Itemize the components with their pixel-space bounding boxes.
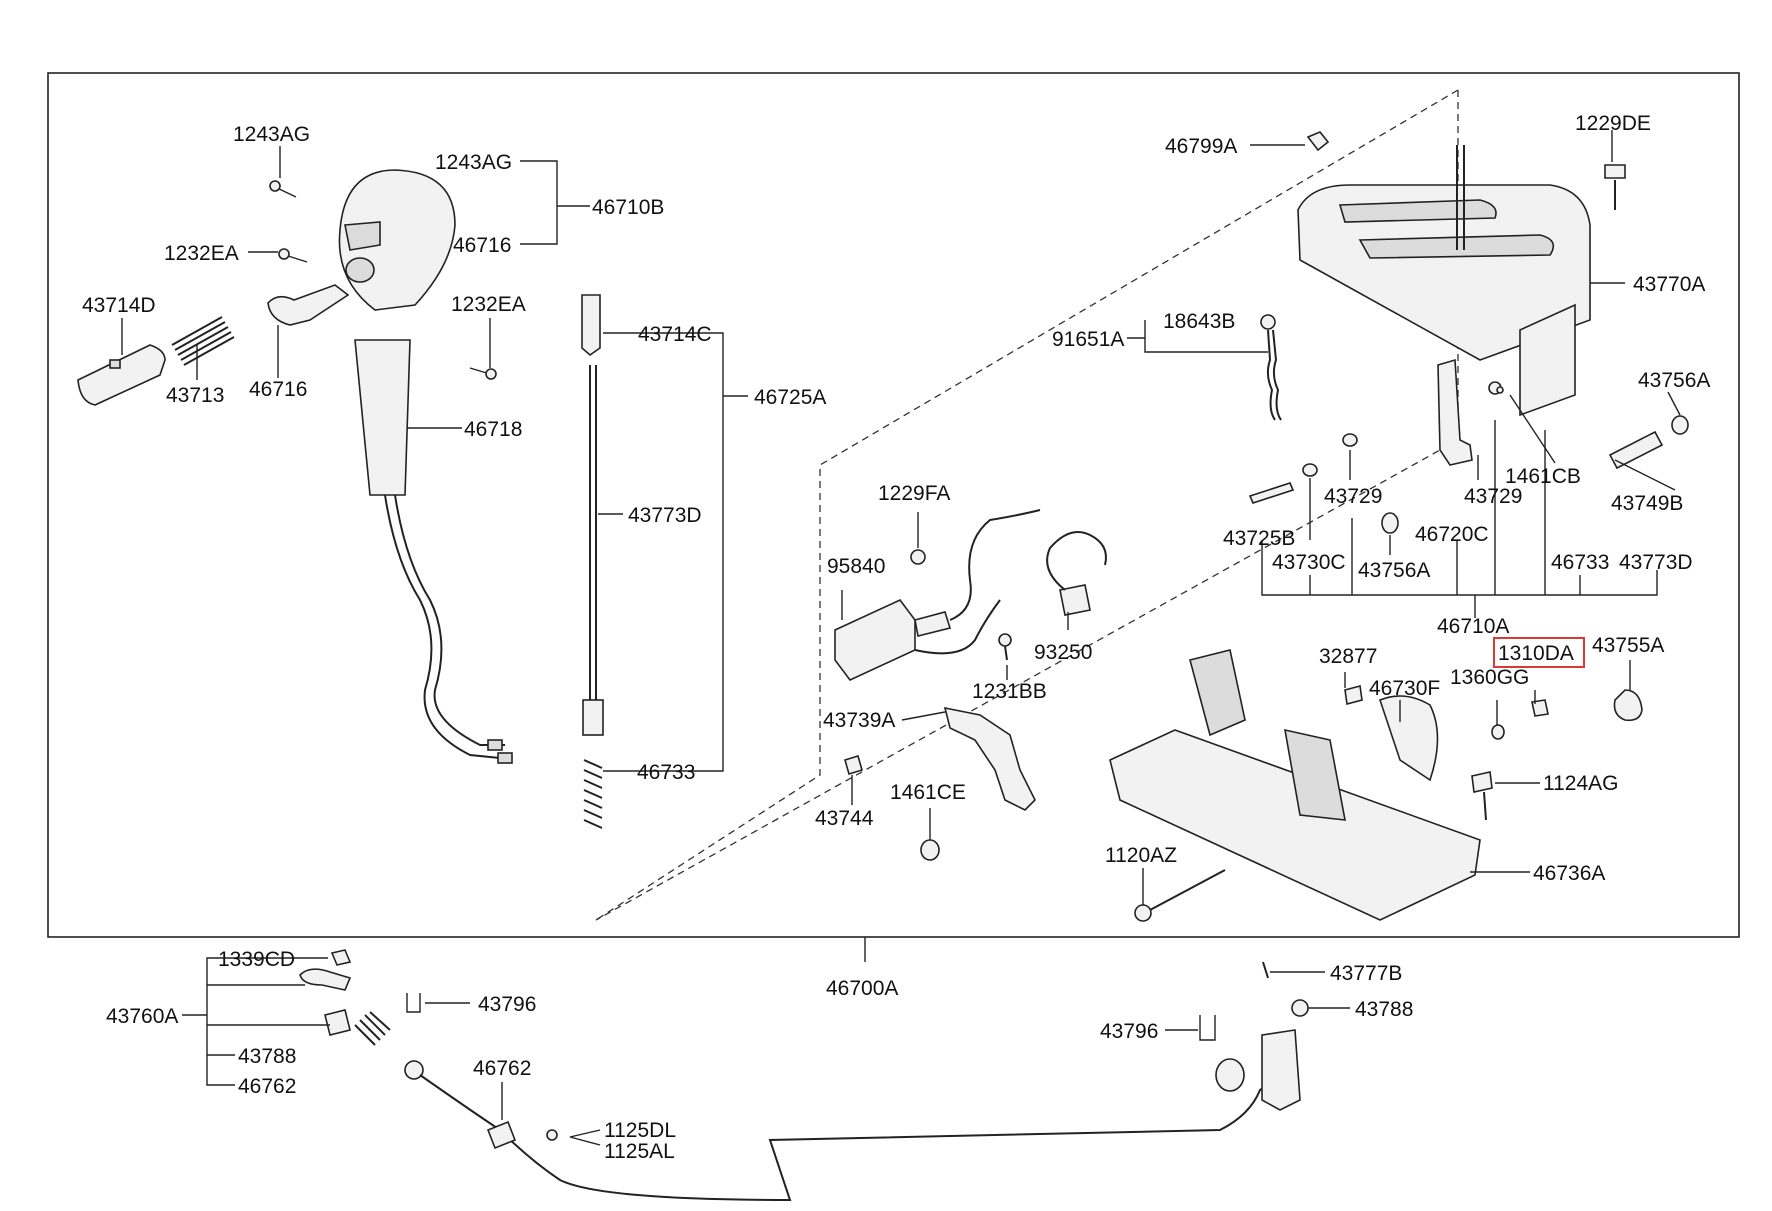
label-1124AG: 1124AG bbox=[1543, 772, 1619, 795]
label-91651A: 91651A bbox=[1052, 328, 1124, 351]
clamp-43755A bbox=[1613, 689, 1643, 722]
bushings-43729 bbox=[1302, 433, 1358, 477]
label-43714D: 43714D bbox=[82, 294, 156, 317]
switch-91651A bbox=[1260, 314, 1282, 421]
label-46799A: 46799A bbox=[1165, 135, 1237, 158]
base-plate-46736A bbox=[1109, 649, 1481, 921]
label-43770A: 43770A bbox=[1633, 273, 1705, 296]
label-1360GG: 1360GG bbox=[1450, 666, 1529, 689]
bolt-1229DE bbox=[1604, 164, 1626, 210]
connector-93250 bbox=[1046, 531, 1107, 616]
label-1339CD: 1339CD bbox=[218, 948, 295, 971]
label-1229DE: 1229DE bbox=[1575, 112, 1651, 135]
label-1461CE: 1461CE bbox=[890, 781, 966, 804]
label-46733: 46733 bbox=[637, 761, 695, 784]
nut-1310DA bbox=[1531, 699, 1549, 717]
label-46700A: 46700A bbox=[826, 977, 898, 1000]
label-1461CB: 1461CB bbox=[1505, 465, 1581, 488]
screw-1232EA-left bbox=[278, 248, 308, 263]
label-1120AZ: 1120AZ bbox=[1105, 844, 1177, 867]
label-46762: 46762 bbox=[238, 1075, 296, 1098]
label-46762: 46762 bbox=[473, 1057, 531, 1080]
label-43725B: 43725B bbox=[1223, 527, 1295, 550]
label-1125DL: 1125DL bbox=[604, 1119, 676, 1142]
cap-43714D bbox=[77, 344, 166, 406]
label-1231BB: 1231BB bbox=[972, 680, 1047, 703]
bracket-43739A bbox=[943, 706, 1036, 811]
pin-43777B bbox=[1262, 961, 1269, 979]
label-1125AL: 1125AL bbox=[604, 1140, 675, 1163]
screw-1229FA bbox=[910, 549, 926, 565]
bolt-1120AZ bbox=[1134, 869, 1226, 922]
label-43773D: 43773D bbox=[628, 504, 702, 527]
bushing-43749B bbox=[1608, 430, 1664, 470]
spring-43713 bbox=[171, 316, 235, 366]
label-46720C: 46720C bbox=[1415, 523, 1489, 546]
label-46736A: 46736A bbox=[1533, 862, 1605, 885]
label-46716: 46716 bbox=[249, 378, 307, 401]
label-46725A: 46725A bbox=[754, 386, 826, 409]
label-18643B: 18643B bbox=[1163, 310, 1235, 333]
ring-43756A bbox=[1381, 415, 1689, 534]
label-43739A: 43739A bbox=[823, 709, 895, 732]
label-1232EA: 1232EA bbox=[451, 293, 526, 316]
lever-46720C bbox=[1437, 358, 1504, 466]
label-43796: 43796 bbox=[478, 993, 536, 1016]
label-43714C: 43714C bbox=[638, 323, 712, 346]
label-43788: 43788 bbox=[238, 1045, 296, 1068]
label-43744: 43744 bbox=[815, 807, 874, 830]
label-43756A: 43756A bbox=[1358, 559, 1430, 582]
label-43729: 43729 bbox=[1324, 485, 1382, 508]
washer-1360GG bbox=[1491, 724, 1505, 740]
label-43777B: 43777B bbox=[1330, 962, 1402, 985]
label-43713: 43713 bbox=[166, 384, 224, 407]
label-1243AG: 1243AG bbox=[435, 151, 512, 174]
leader-lines bbox=[121, 130, 1681, 1146]
label-46718: 46718 bbox=[464, 418, 522, 441]
label-1243AG: 1243AG bbox=[233, 123, 310, 146]
housing-43770A bbox=[1297, 145, 1591, 417]
label-43788: 43788 bbox=[1355, 998, 1413, 1021]
shift-knob-group bbox=[338, 169, 513, 764]
assembly-frame bbox=[47, 72, 1740, 938]
highlight-box bbox=[1493, 637, 1585, 668]
switch-95840 bbox=[834, 509, 1041, 681]
label-43773D: 43773D bbox=[1619, 551, 1693, 574]
label-1232EA: 1232EA bbox=[164, 242, 239, 265]
pin-43725B bbox=[1248, 482, 1295, 504]
label-95840: 95840 bbox=[827, 555, 885, 578]
clip-43744 bbox=[844, 754, 863, 776]
bolt-1124AG bbox=[1471, 771, 1493, 821]
bolt-32877 bbox=[1344, 684, 1363, 706]
clip-43796-left bbox=[406, 993, 421, 1013]
label-1229FA: 1229FA bbox=[878, 482, 950, 505]
plug-46799A bbox=[1306, 131, 1330, 152]
label-32877: 32877 bbox=[1319, 645, 1377, 668]
clip-43796-right bbox=[1199, 1015, 1216, 1041]
label-43760A: 43760A bbox=[106, 1005, 178, 1028]
label-1310DA: 1310DA bbox=[1498, 642, 1574, 665]
button-46716 bbox=[267, 284, 350, 326]
clip-1461CE bbox=[920, 839, 940, 861]
label-43749B: 43749B bbox=[1611, 492, 1683, 515]
label-46716: 46716 bbox=[453, 234, 511, 257]
part-labels: 1243AG 1243AG 46710B 46716 1232EA 1232EA… bbox=[82, 112, 1710, 1163]
label-43730C: 43730C bbox=[1272, 551, 1346, 574]
screw-1243AG bbox=[269, 180, 297, 198]
cable-46762 bbox=[299, 968, 1309, 1202]
label-46730F: 46730F bbox=[1369, 677, 1440, 700]
label-43755A: 43755A bbox=[1592, 634, 1664, 657]
label-43756A: 43756A bbox=[1638, 369, 1710, 392]
screw-1231BB bbox=[998, 633, 1012, 661]
label-46710A: 46710A bbox=[1437, 615, 1509, 638]
nut-1339CD bbox=[330, 949, 352, 966]
rod-assembly bbox=[581, 294, 604, 829]
label-93250: 93250 bbox=[1034, 641, 1092, 664]
label-46733: 46733 bbox=[1551, 551, 1609, 574]
screw-1232EA-right bbox=[469, 367, 497, 380]
label-43796: 43796 bbox=[1100, 1020, 1158, 1043]
label-43729: 43729 bbox=[1464, 485, 1522, 508]
label-46710B: 46710B bbox=[592, 196, 664, 219]
